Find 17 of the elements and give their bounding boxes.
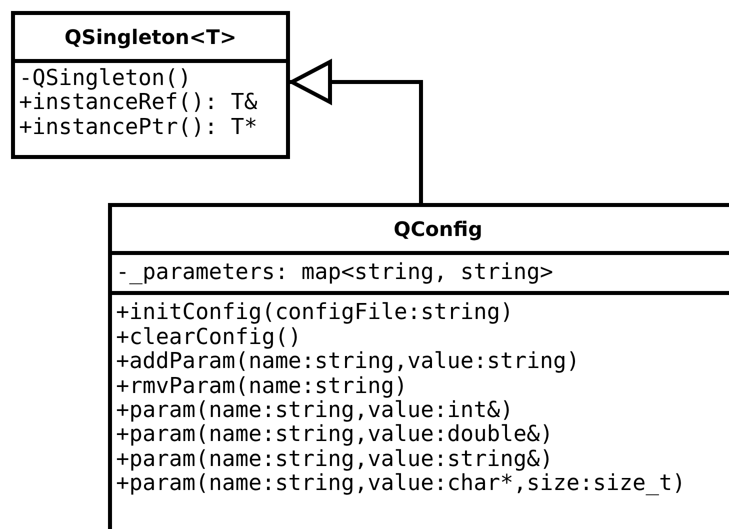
method-text: +clearConfig() [115, 326, 302, 350]
class-box [11, 11, 290, 159]
method-text: +addParam(name:string,value:string) [115, 350, 580, 375]
method-text: +rmvParam(name:string) [115, 374, 408, 400]
method-text: +instanceRef(): T& [18, 91, 258, 116]
method-text: +initConfig(configFile:string) [115, 301, 514, 326]
attribute-text: -_parameters: map<string, string> [115, 261, 554, 286]
class-name: QConfig [392, 216, 484, 243]
method-text: +param(name:string,value:string&) [115, 448, 554, 472]
method-text: +param(name:string,value:int&) [115, 399, 514, 424]
method-text: -QSingleton() [18, 67, 192, 92]
class-name: QSingleton<T> [64, 24, 238, 51]
inheritance-arrow [290, 60, 423, 203]
method-text: +instancePtr(): T* [18, 116, 258, 140]
method-text: +param(name:string,value:char*,size:size_t) [115, 472, 686, 497]
method-text: +param(name:string,value:double&) [115, 423, 554, 448]
class-box [108, 203, 729, 529]
